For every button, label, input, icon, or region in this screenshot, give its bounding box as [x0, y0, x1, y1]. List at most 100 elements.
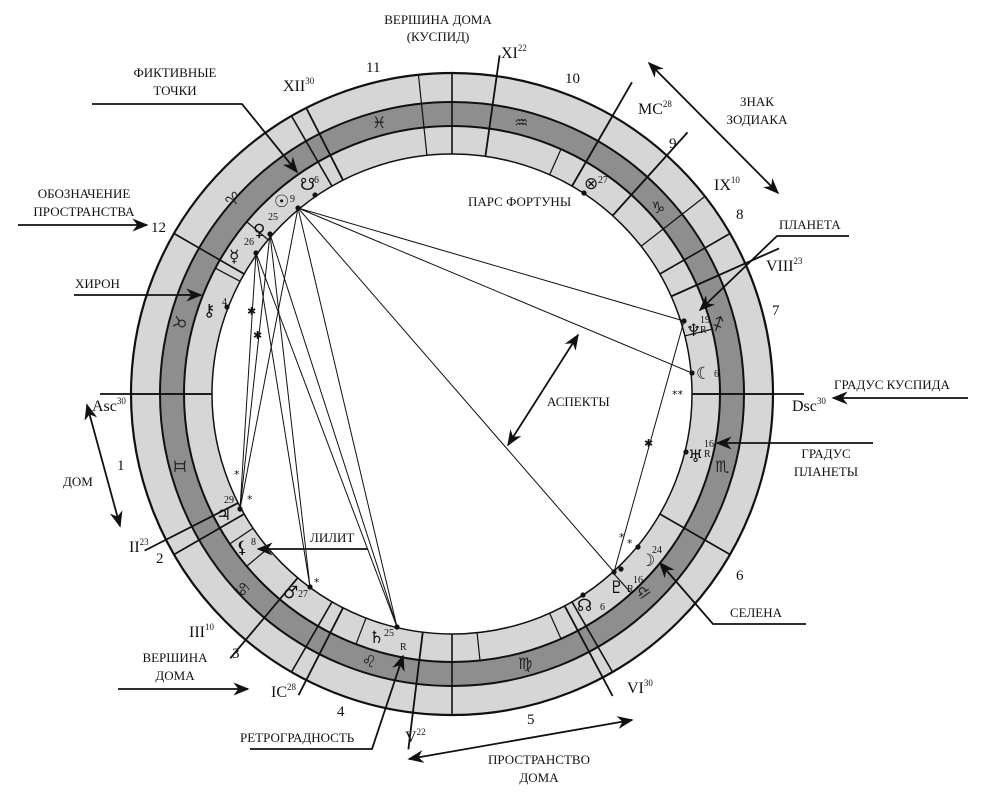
sun-icon: ☉: [274, 192, 289, 212]
house-number: 6: [736, 568, 744, 584]
star-mark: *: [247, 493, 253, 506]
sign-divider: [659, 232, 731, 275]
aspect-line: [297, 207, 615, 573]
south-node-degree: 6: [314, 175, 319, 186]
cusp-3: III10: [189, 622, 214, 641]
house-cusp-line: [229, 577, 299, 659]
aspect-line: [255, 252, 398, 628]
cell-divider: [246, 221, 269, 241]
pluto-degree: 16: [633, 575, 643, 586]
planet-dot: [253, 250, 259, 256]
aspect-line: [269, 233, 398, 628]
cell-divider: [549, 148, 562, 175]
chiron-degree: 4: [222, 297, 227, 308]
retrograde-pointer: [250, 654, 405, 750]
house-number: 11: [366, 60, 380, 76]
sun-degree: 9: [290, 194, 295, 205]
sign-divider: [173, 232, 245, 275]
house-number: 12: [151, 220, 166, 236]
north-node-icon: ☊: [577, 596, 592, 616]
aspect-line: [613, 320, 685, 573]
annotation-labels: ВЕРШИНА ДОМА (КУСПИД) ФИКТИВНЫЕ ТОЧКИ ОБ…: [33, 12, 950, 785]
planet-dot: [237, 506, 243, 512]
house-number: 4: [337, 704, 345, 720]
jupiter-icon: ♃: [216, 505, 231, 525]
saturn-degree: 25: [384, 628, 394, 639]
pars-fortune-icon: ⊗: [584, 174, 598, 194]
cusp-top-label: ВЕРШИНА ДОМА: [384, 12, 492, 27]
planet-dot: [295, 205, 301, 211]
cusp-asc: Asc30: [92, 396, 126, 415]
sign-divider: [290, 601, 333, 673]
cell-divider: [684, 328, 713, 337]
star-mark: *: [619, 531, 625, 544]
house-top-label: ДОМА: [155, 668, 195, 683]
planet-dot: [307, 584, 313, 590]
aquarius-icon: ♒: [514, 113, 528, 132]
house-number: 7: [772, 303, 780, 319]
star-mark: *: [627, 537, 633, 550]
cell-divider: [229, 527, 254, 545]
selena-icon: ☽: [640, 551, 655, 571]
inner-dividers: [215, 74, 713, 661]
aspect-line: [239, 252, 257, 510]
aspect-line: [297, 207, 398, 628]
aspect-line: [297, 207, 693, 374]
house-number: 10: [565, 71, 580, 87]
house-span-arrow: [84, 403, 123, 528]
space-designation-label: ПРОСТРАНСТВА: [33, 204, 135, 219]
sign-divider: [290, 115, 333, 187]
sextile-mark: ✱: [253, 329, 262, 342]
wheel: [129, 71, 775, 717]
uranus-degree: 16: [704, 439, 714, 450]
selena-label: СЕЛЕНА: [730, 605, 783, 620]
planet-label: ПЛАНЕТА: [779, 217, 841, 232]
neptune-degree: 19: [700, 315, 710, 326]
pluto-icon: ♇: [609, 578, 624, 598]
house-space-arrow: [407, 716, 634, 763]
moon-degree: 6: [714, 369, 719, 380]
house-cusp-line: [297, 607, 344, 696]
sign-divider: [571, 601, 614, 673]
house-top-label: ВЕРШИНА: [142, 650, 208, 665]
cusp-top-label: (КУСПИД): [407, 29, 470, 44]
venus-degree: 25: [268, 212, 278, 223]
zodiac-sign-arrow: [647, 61, 780, 195]
cusp-dsc: Dsc30: [792, 396, 826, 415]
cusp-6: VI30: [627, 678, 653, 697]
planet-dot: [689, 370, 695, 376]
pluto-retrograde: R: [627, 584, 634, 595]
aspect-line: [297, 207, 685, 322]
aspects-arrow: [507, 333, 579, 447]
house-cusp-line: [484, 55, 501, 157]
cusp-8: VIII23: [766, 256, 803, 275]
gemini-icon: ♊: [170, 459, 189, 473]
cusp-2: II23: [129, 537, 149, 556]
cusp-5: V22: [405, 727, 426, 746]
star-mark: *: [234, 468, 240, 481]
neptune-icon: ♆: [686, 321, 701, 341]
house-cusp-line: [563, 605, 614, 697]
zodiac-sign-label: ЗОДИАКА: [727, 112, 789, 127]
capricorn-icon: ♑: [651, 198, 665, 217]
aspect-line: [255, 252, 311, 588]
callouts: [18, 61, 968, 763]
pars-fortune-degree: 27: [598, 175, 608, 186]
planet-degree-label: ГРАДУС: [801, 446, 850, 461]
cell-divider: [417, 74, 428, 156]
house-number: 5: [527, 712, 535, 728]
planet-dot: [267, 231, 273, 237]
selena-degree: 24: [652, 545, 662, 556]
planet-dot: [581, 190, 587, 196]
south-node-icon: ☋: [300, 175, 315, 195]
planet-degree-label: ПЛАНЕТЫ: [794, 464, 858, 479]
venus-icon: ♀: [253, 221, 265, 241]
aspects-label: АСПЕКТЫ: [547, 394, 610, 409]
planet-dot: [611, 569, 617, 575]
lilith-icon: ⚸: [236, 538, 248, 558]
virgo-icon: ♍: [518, 654, 532, 673]
neptune-retrograde: R: [700, 325, 707, 336]
lilith-label: ЛИЛИТ: [310, 530, 354, 545]
aspect-markers: ✱ ✱ * * * ** ✱ * *: [234, 305, 684, 589]
cell-divider: [215, 267, 241, 282]
